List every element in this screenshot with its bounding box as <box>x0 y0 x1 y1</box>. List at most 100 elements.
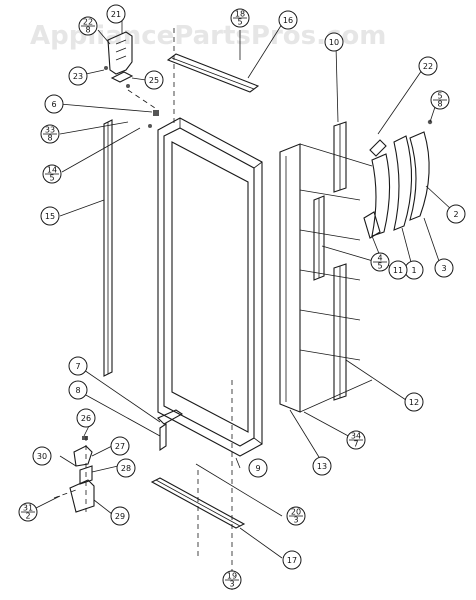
callout-c19: 193 <box>222 570 242 590</box>
callout-circle <box>68 356 88 376</box>
callout-c22b: 22 <box>418 56 438 76</box>
callout-circle <box>106 4 126 24</box>
upper-handle-bracket <box>333 121 347 193</box>
callout-number: 21 <box>111 10 121 19</box>
screw-6 <box>153 110 159 116</box>
callout-number: 22 <box>83 18 93 27</box>
handle-parts <box>363 119 433 239</box>
callout-number: 6 <box>51 100 56 109</box>
callout-number: 28 <box>121 464 131 473</box>
callout-circle <box>446 204 466 224</box>
callout-c23: 23 <box>68 66 88 86</box>
callout-number: 10 <box>329 38 339 47</box>
callout-number: 8 <box>75 386 80 395</box>
callout-circle <box>404 392 424 412</box>
lower-handle-bracket <box>333 263 347 401</box>
callout-circle <box>324 32 344 52</box>
callout-subnumber: 2 <box>25 512 30 521</box>
callout-circle <box>248 458 268 478</box>
callout-circle <box>144 70 164 90</box>
callout-number: 30 <box>37 452 47 461</box>
callout-c13: 13 <box>312 456 332 476</box>
callout-c3: 3 <box>434 258 454 278</box>
door-side-strip <box>103 119 113 377</box>
callout-number: 13 <box>317 462 327 471</box>
callout-c29: 29 <box>110 506 130 526</box>
callout-number: 4 <box>377 254 382 263</box>
callout-c11: 11 <box>388 260 408 280</box>
handle-mounting-rail <box>279 143 373 413</box>
callout-c27: 27 <box>110 436 130 456</box>
callout-number: 26 <box>81 414 91 423</box>
door-panel <box>157 117 263 457</box>
callout-number: 18 <box>235 10 245 19</box>
callout-circle <box>434 258 454 278</box>
top-hinge-assembly <box>104 31 159 111</box>
callout-c33: 338 <box>40 124 60 144</box>
callout-number: 14 <box>47 166 57 175</box>
callout-c21: 21 <box>106 4 126 24</box>
callout-c14: 145 <box>42 164 62 184</box>
callout-circle <box>40 206 60 226</box>
callout-c5: 58 <box>430 90 450 110</box>
callout-circle <box>312 456 332 476</box>
callout-c22: 228 <box>78 16 98 36</box>
callout-number: 22 <box>423 62 433 71</box>
callout-circle <box>76 408 96 428</box>
callout-subnumber: 3 <box>229 580 234 589</box>
callout-subnumber: 5 <box>237 18 242 27</box>
callout-circle <box>68 66 88 86</box>
callout-number: 25 <box>149 76 159 85</box>
callout-subnumber: 5 <box>49 174 54 183</box>
callout-circle <box>68 380 88 400</box>
callout-c1: 1 <box>404 260 424 280</box>
callout-circle <box>282 550 302 570</box>
callout-circle <box>32 446 52 466</box>
callout-circle <box>110 506 130 526</box>
callout-circle <box>110 436 130 456</box>
callout-subnumber: 8 <box>47 134 52 143</box>
callout-number: 33 <box>45 126 55 135</box>
callout-number: 15 <box>45 212 55 221</box>
callout-c8: 8 <box>68 380 88 400</box>
callout-c7: 7 <box>68 356 88 376</box>
mid-handle-bracket <box>313 195 325 281</box>
callout-number: 11 <box>393 266 403 275</box>
callout-number: 2 <box>453 210 458 219</box>
callout-circle <box>116 458 136 478</box>
callout-c10: 10 <box>324 32 344 52</box>
callout-circle <box>418 56 438 76</box>
callout-circle <box>278 10 298 30</box>
callout-subnumber: 8 <box>85 26 90 35</box>
callout-number: 1 <box>411 266 416 275</box>
callout-subnumber: 7 <box>353 440 358 449</box>
callout-number: 23 <box>73 72 83 81</box>
callout-circle <box>388 260 408 280</box>
callout-number: 29 <box>115 512 125 521</box>
callout-number: 31 <box>23 504 33 513</box>
callout-c28: 28 <box>116 458 136 478</box>
callout-number: 5 <box>437 92 442 101</box>
callout-number: 12 <box>409 398 419 407</box>
callout-c16: 16 <box>278 10 298 30</box>
leader-lines <box>35 18 453 578</box>
callout-c15: 15 <box>40 206 60 226</box>
callout-c2: 2 <box>446 204 466 224</box>
callout-c12: 12 <box>404 392 424 412</box>
callout-c25: 25 <box>144 70 164 90</box>
callout-subnumber: 8 <box>437 100 442 109</box>
bottom-hinge-assembly <box>53 409 184 513</box>
callout-number: 27 <box>115 442 125 451</box>
callout-c18: 185 <box>230 8 250 28</box>
callout-subnumber: 3 <box>293 516 298 525</box>
callout-c26: 26 <box>76 408 96 428</box>
callout-number: 3 <box>441 264 446 273</box>
callout-c30: 30 <box>32 446 52 466</box>
callout-c31: 312 <box>18 502 38 522</box>
callout-number: 34 <box>351 432 361 441</box>
callout-number: 20 <box>291 508 301 517</box>
callout-subnumber: 5 <box>377 262 382 271</box>
callout-c20: 203 <box>286 506 306 526</box>
